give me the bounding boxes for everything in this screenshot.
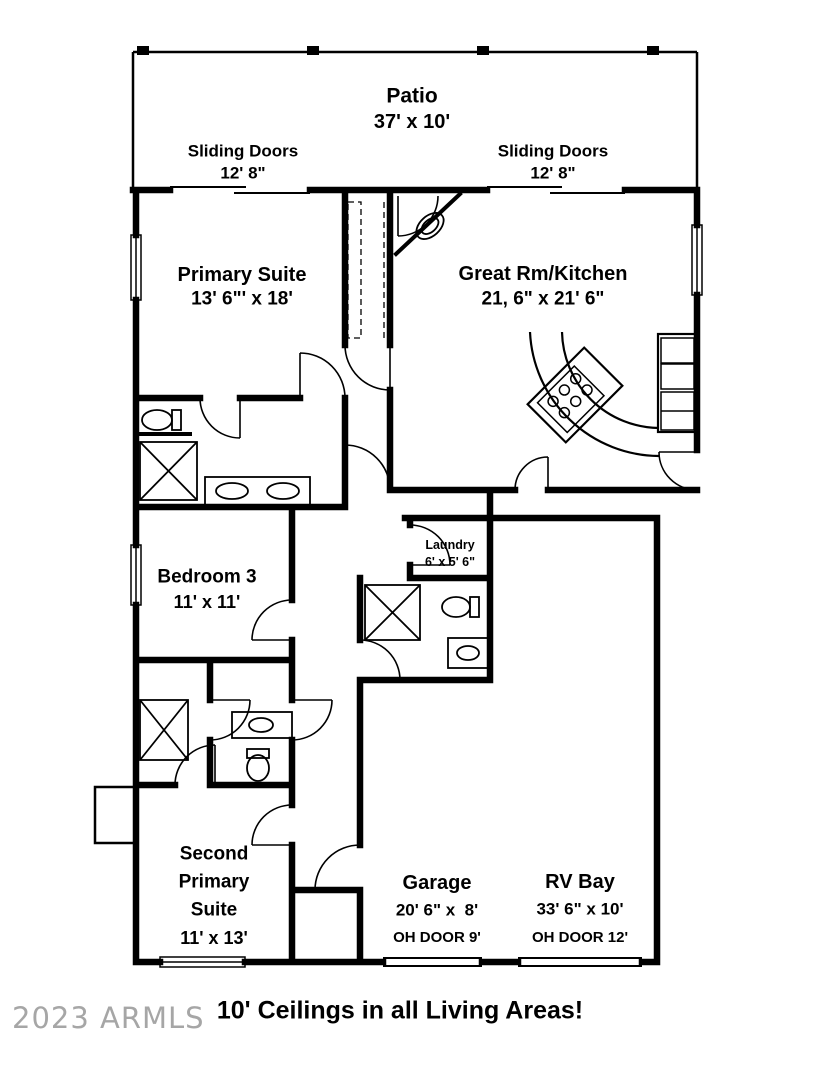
second-suite-label-2: Primary [178,871,250,893]
great-room-label: Great Rm/Kitchen [458,263,628,285]
kitchen [526,331,699,458]
vanity-second-suite [231,711,293,739]
bedroom3-label: Bedroom 3 [157,566,257,588]
shower-primary [139,441,198,501]
second-suite-label-1: Second [179,843,249,865]
interior-stub-walls [134,191,463,436]
garage-dims: 20' 6" x 8' [395,900,479,920]
toilet-second-suite [246,748,270,782]
sliding-right-dims: 12' 8" [530,163,576,183]
curved-counter [528,331,660,458]
overhead-door-symbols [383,957,642,967]
second-suite-dims: 11' x 13' [180,928,248,949]
garage-label: Garage [402,872,472,894]
primary-suite-label: Primary Suite [177,264,307,286]
appliance-stack [656,332,699,434]
vanity-primary [204,476,311,506]
window-symbols [130,224,703,968]
patio-structure [131,50,699,190]
door-swings [174,195,698,891]
shower-hall-bath [364,584,421,641]
great-room-dims: 21, 6" x 21' 6" [481,288,605,310]
primary-suite-dims: 13' 6"' x 18' [191,288,293,310]
sliding-right-label: Sliding Doors [497,141,609,161]
bath-fixtures [139,212,491,782]
rv-bay-oh-door: OH DOOR 12' [531,928,629,946]
rv-bay-dims: 33' 6" x 10' [536,899,624,919]
toilet-primary [141,409,182,431]
rv-bay-label: RV Bay [545,871,615,893]
laundry-dims: 6' x 5' 6" [424,555,476,570]
patio-dims: 37' x 10' [373,111,451,133]
corner-powder-fixture [415,212,445,240]
patio-label: Patio [386,84,438,108]
ceilings-note: 10' Ceilings in all Living Areas! [216,996,584,1025]
sink-hall-bath [447,637,491,669]
second-suite-label-3: Suite [190,899,238,921]
kitchen-island [526,346,624,444]
armls-watermark: 2023 ARMLS [12,1001,205,1035]
sliding-left-label: Sliding Doors [187,141,299,161]
sliding-left-dims: 12' 8" [220,163,266,183]
patio-posts [137,46,659,55]
sliding-door-symbols [170,186,625,194]
toilet-hall-bath [441,596,480,618]
closet-shelving [347,201,385,339]
garage-oh-door: OH DOOR 9' [393,928,481,946]
shower-second-suite [139,699,189,761]
fireplace-bay [93,785,138,845]
bedroom3-dims: 11' x 11' [173,592,241,613]
laundry-label: Laundry [425,538,475,553]
